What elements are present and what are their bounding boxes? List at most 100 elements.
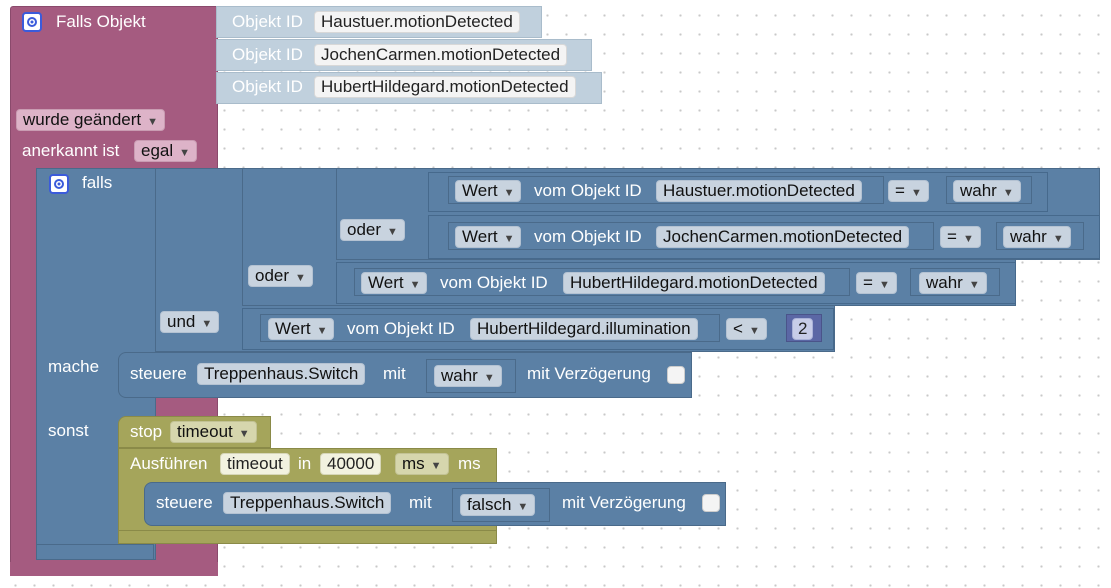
chevron-down-icon: ▼ <box>1052 233 1064 245</box>
object-id-field-1[interactable]: Haustuer.motionDetected <box>314 11 520 33</box>
chevron-down-icon: ▼ <box>238 428 250 440</box>
chevron-down-icon: ▼ <box>517 501 529 513</box>
condition-2-bool-label: wahr <box>1010 227 1047 246</box>
chevron-down-icon: ▼ <box>147 116 159 128</box>
chevron-down-icon: ▼ <box>316 325 328 337</box>
run-timeout-bottom-bar <box>118 530 497 544</box>
chevron-down-icon: ▼ <box>968 279 980 291</box>
condition-1-bool-label: wahr <box>960 181 997 200</box>
condition-3-bool-label: wahr <box>926 273 963 292</box>
changed-dropdown-label: wurde geändert <box>23 110 142 129</box>
object-id-field-2[interactable]: JochenCarmen.motionDetected <box>314 44 568 66</box>
condition-3-operator-label: = <box>863 273 873 292</box>
condition-2-operator-label: = <box>947 227 957 246</box>
object-id-label-1: Objekt ID <box>232 12 303 31</box>
condition-1-operator-label: = <box>895 181 905 200</box>
stop-timeout-dropdown[interactable]: timeout ▼ <box>170 421 257 443</box>
condition-1-operator-dropdown[interactable]: =▼ <box>888 180 929 202</box>
condition-4-operator-dropdown[interactable]: <▼ <box>726 318 767 340</box>
condition-4-object-field[interactable]: HubertHildegard.illumination <box>470 318 698 340</box>
condition-3-bool-dropdown[interactable]: wahr ▼ <box>919 272 987 294</box>
run-ms-value-field[interactable]: 40000 <box>320 453 382 475</box>
condition-1-wert-dropdown[interactable]: Wert ▼ <box>455 180 522 202</box>
control-1-object-field[interactable]: Treppenhaus.Switch <box>197 363 366 385</box>
condition-1-vom-label: vom Objekt ID <box>534 181 642 200</box>
condition-3-wert-dropdown[interactable]: Wert▼ <box>361 272 428 294</box>
condition-1-wert-label: Wert <box>462 181 498 200</box>
chevron-down-icon: ▼ <box>295 272 306 284</box>
condition-3-operator-dropdown[interactable]: =▼ <box>856 272 897 294</box>
condition-4-vom-label: vom Objekt ID <box>347 319 455 338</box>
gear-icon[interactable] <box>22 12 42 32</box>
object-id-label-2: Objekt ID <box>232 45 303 64</box>
chevron-down-icon: ▼ <box>179 147 191 159</box>
condition-3-wert-label: Wert <box>368 273 404 292</box>
condition-2-wert-dropdown[interactable]: Wert ▼ <box>455 226 522 248</box>
condition-1-bool-dropdown[interactable]: wahr ▼ <box>953 180 1021 202</box>
chevron-down-icon: ▼ <box>430 460 442 472</box>
condition-4-wert-label: Wert <box>275 319 311 338</box>
control-2-value-dropdown[interactable]: falsch ▼ <box>460 494 536 516</box>
control-1-value-dropdown[interactable]: wahr ▼ <box>434 365 502 387</box>
control-2-mit-label: mit <box>409 493 432 512</box>
control-2-label: steuere <box>156 493 213 512</box>
chevron-down-icon: ▼ <box>387 226 398 238</box>
control-1-delay-label: mit Verzögerung <box>527 364 651 383</box>
or-dropdown-inner-label: oder <box>347 220 382 239</box>
run-unit2-label: ms <box>458 454 481 473</box>
chevron-down-icon: ▼ <box>910 187 922 199</box>
ack-dropdown[interactable]: egal ▼ <box>134 140 198 162</box>
or-dropdown-inner[interactable]: oder ▼ <box>340 219 405 241</box>
ack-dropdown-label: egal <box>141 141 174 160</box>
chevron-down-icon: ▼ <box>1002 187 1014 199</box>
ack-label: anerkannt ist <box>22 141 120 160</box>
run-timeout-name-field[interactable]: timeout <box>220 453 290 475</box>
sonst-label: sonst <box>48 421 89 440</box>
gear-icon[interactable] <box>49 174 69 194</box>
control-1-value-label: wahr <box>441 366 478 385</box>
mache-label: mache <box>48 357 100 376</box>
control-1-label: steuere <box>130 364 187 383</box>
changed-dropdown[interactable]: wurde geändert ▼ <box>16 109 166 131</box>
condition-2-wert-label: Wert <box>462 227 498 246</box>
chevron-down-icon: ▼ <box>483 372 495 384</box>
control-2-object-field[interactable]: Treppenhaus.Switch <box>223 492 392 514</box>
and-dropdown[interactable]: und ▼ <box>160 311 220 333</box>
control-2-delay-label: mit Verzögerung <box>562 493 686 512</box>
condition-3-object-field[interactable]: HubertHildegard.motionDetected <box>563 272 825 294</box>
run-unit-label: ms <box>402 454 425 473</box>
condition-2-bool-dropdown[interactable]: wahr ▼ <box>1003 226 1071 248</box>
condition-2-vom-label: vom Objekt ID <box>534 227 642 246</box>
chevron-down-icon: ▼ <box>962 233 974 245</box>
or-dropdown-outer[interactable]: oder ▼ <box>248 265 313 287</box>
run-in-label: in <box>298 454 312 473</box>
and-dropdown-label: und <box>167 312 196 331</box>
chevron-down-icon: ▼ <box>748 325 760 337</box>
condition-4-wert-dropdown[interactable]: Wert ▼ <box>268 318 335 340</box>
run-unit-dropdown[interactable]: ms ▼ <box>395 453 449 475</box>
falls-label: falls <box>82 173 113 192</box>
stop-label: stop <box>130 422 163 441</box>
chevron-down-icon: ▼ <box>201 318 213 330</box>
trigger-bottom-bar <box>10 562 218 576</box>
chevron-down-icon: ▼ <box>503 233 515 245</box>
object-id-field-3[interactable]: HubertHildegard.motionDetected <box>314 76 576 98</box>
condition-4-number-field[interactable]: 2 <box>792 318 814 340</box>
condition-1-object-field[interactable]: Haustuer.motionDetected <box>656 180 862 202</box>
condition-2-object-field[interactable]: JochenCarmen.motionDetected <box>656 226 910 248</box>
stop-timeout-label: timeout <box>177 422 233 441</box>
control-1-mit-label: mit <box>383 364 406 383</box>
chevron-down-icon: ▼ <box>503 187 515 199</box>
or-dropdown-outer-label: oder <box>255 266 290 285</box>
object-id-label-3: Objekt ID <box>232 77 303 96</box>
run-label: Ausführen <box>130 454 208 473</box>
control-1-delay-checkbox[interactable] <box>667 366 685 384</box>
control-2-delay-checkbox[interactable] <box>702 494 720 512</box>
condition-2-operator-dropdown[interactable]: =▼ <box>940 226 981 248</box>
if-bottom-bar <box>36 544 154 560</box>
control-2-value-label: falsch <box>467 495 512 514</box>
condition-4-operator-label: < <box>733 319 743 338</box>
trigger-title: Falls Objekt <box>56 12 146 31</box>
chevron-down-icon: ▼ <box>878 279 890 291</box>
condition-3-vom-label: vom Objekt ID <box>440 273 548 292</box>
